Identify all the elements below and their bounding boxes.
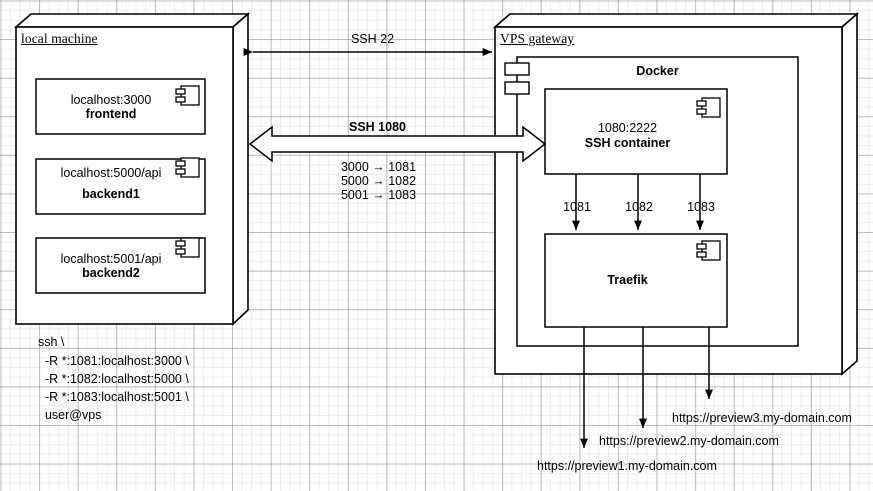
ssh-container-name: SSH container — [584, 136, 671, 150]
ssh-command-line-1: ssh \ — [38, 335, 65, 349]
public-url-preview1: https://preview1.my-domain.com — [537, 459, 717, 473]
traefik-name: Traefik — [607, 273, 648, 287]
port-forward-3: 5001 → 1083 — [340, 188, 417, 202]
uml-component-icon — [696, 240, 721, 261]
docker-title: Docker — [636, 64, 679, 78]
node-title-local-machine: local machine — [21, 31, 98, 46]
node-title-vps-gateway: VPS gateway — [500, 31, 575, 46]
public-url-preview3: https://preview3.my-domain.com — [672, 411, 852, 425]
component-name-backend1: backend1 — [82, 187, 140, 201]
ssh-command-line-4: -R *:1083:localhost:5001 \ — [38, 390, 189, 404]
uml-component-icon — [175, 85, 200, 258]
connections-public-urls — [580, 327, 713, 449]
component-boxes-local — [35, 78, 206, 294]
component-name-frontend: frontend — [85, 107, 137, 121]
ssh-command-line-3: -R *:1082:localhost:5000 \ — [38, 372, 189, 386]
docker-port-connectors — [504, 62, 530, 95]
port-forward-1: 3000 → 1081 — [340, 160, 417, 174]
internal-port-1081: 1081 — [563, 200, 591, 214]
uml-component-icon — [696, 97, 721, 118]
component-port-backend1: localhost:5000/api — [60, 166, 162, 180]
internal-port-1083: 1083 — [687, 200, 715, 214]
connections-internal-ports — [572, 174, 704, 231]
ssh-container-port: 1080:2222 — [597, 121, 658, 135]
connection-ssh1080 — [248, 125, 547, 163]
component-name-backend2: backend2 — [82, 266, 140, 280]
ssh-command-line-5: user@vps — [38, 408, 102, 422]
component-port-backend2: localhost:5001/api — [60, 252, 162, 266]
component-port-frontend: localhost:3000 — [70, 93, 152, 107]
internal-port-1082: 1082 — [625, 200, 653, 214]
port-forward-2: 5000 → 1082 — [340, 174, 417, 188]
edge-label-ssh1080: SSH 1080 — [349, 120, 406, 134]
ssh-command-line-2: -R *:1081:localhost:3000 \ — [38, 354, 189, 368]
public-url-preview2: https://preview2.my-domain.com — [599, 434, 779, 448]
edge-label-ssh22: SSH 22 — [350, 32, 395, 46]
